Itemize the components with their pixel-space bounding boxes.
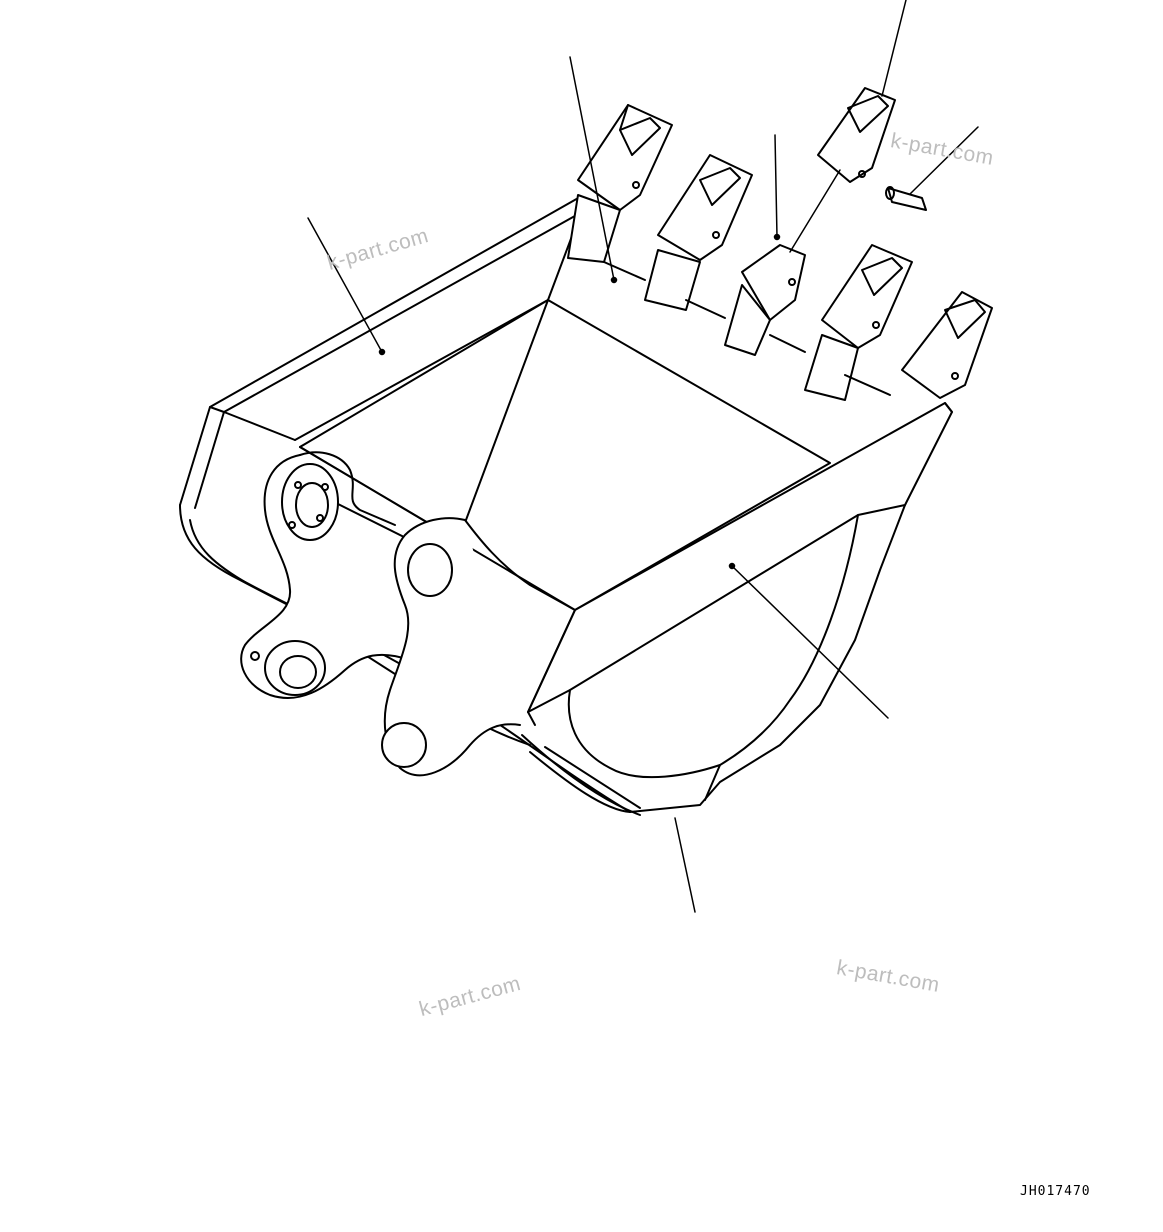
leader-bottom-plate [674, 817, 696, 913]
leader-side-plate-right [731, 565, 889, 719]
exploded-tooth [817, 87, 896, 183]
tooth-2 [644, 154, 753, 311]
leader-tooth-adapter-link [789, 169, 841, 253]
mount-bracket-assembly [240, 446, 576, 777]
leader-side-plate-left [307, 217, 383, 353]
leader-tooth [881, 0, 907, 97]
leader-lines [307, 0, 979, 913]
leader-adapter [774, 134, 778, 238]
tooth-4 [804, 244, 913, 401]
leader-shell [569, 56, 615, 281]
tooth-3-adapter [724, 244, 806, 356]
drawing-id: JH017470 [1020, 1184, 1091, 1199]
right-side-plate [527, 402, 953, 801]
tooth-5 [901, 291, 993, 399]
exploded-pin [885, 186, 927, 211]
teeth-row [567, 104, 993, 401]
leader-pin [909, 126, 979, 195]
